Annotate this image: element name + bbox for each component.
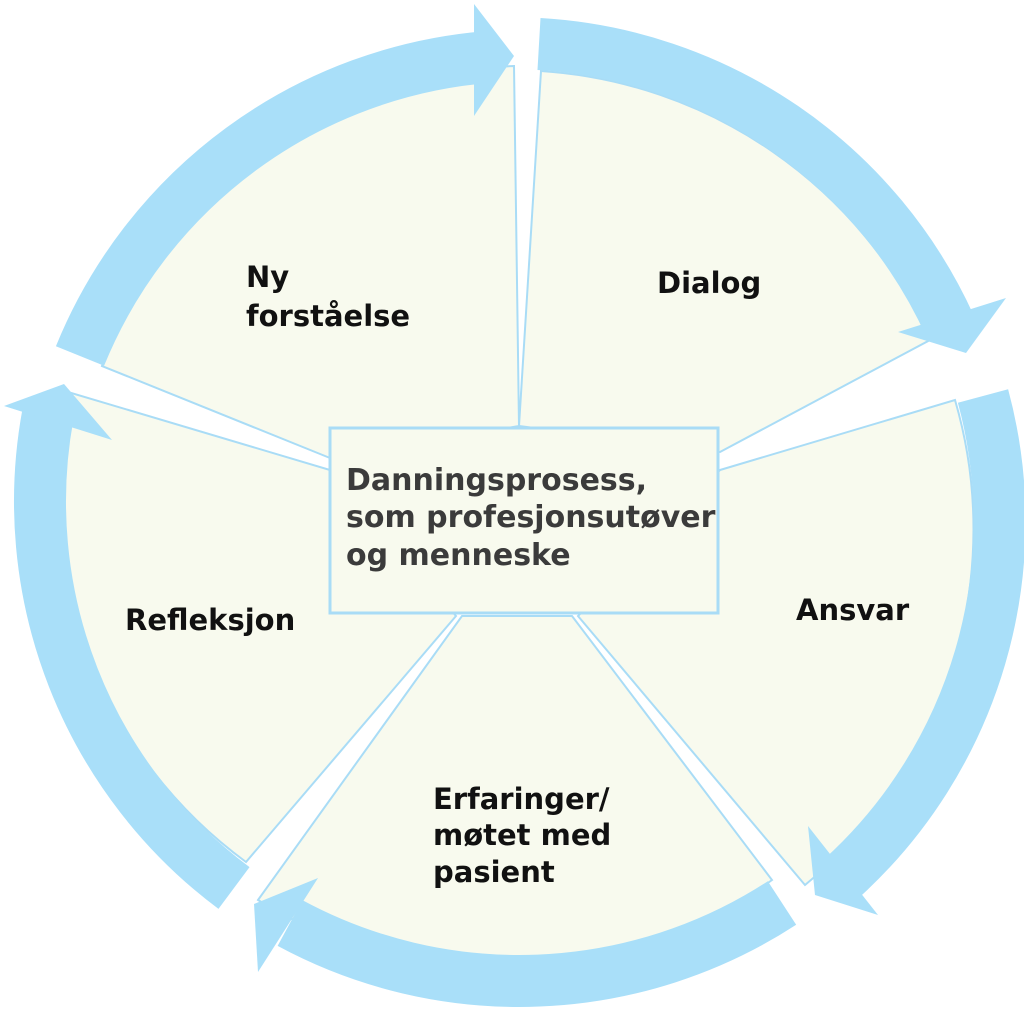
arrow-head-right [808, 826, 878, 915]
stage-label-ansvar: Ansvar [796, 593, 910, 627]
stage-label-erfaringer: Erfaringer/ møtet med pasient [433, 782, 621, 889]
arrow-arc-top-right [537, 18, 974, 337]
arrow-arc-bottom [277, 881, 797, 1007]
center-box-frame [328, 426, 720, 615]
arrow-head-bottom [254, 878, 318, 972]
arrow-head-left [4, 384, 112, 440]
arrow-head-top-right [898, 298, 1006, 353]
cycle-arrows [4, 4, 1024, 1007]
segment-dialog [517, 69, 932, 454]
stage-label-refleksjon: Refleksjon [125, 603, 295, 637]
center-label: Danningsprosess, som profesjonsutøver og… [346, 463, 726, 573]
arrow-arc-top-left [55, 31, 491, 366]
arrow-arc-right [824, 389, 1024, 898]
arrow-arc-left [13, 409, 250, 909]
arrow-head-top-left [474, 4, 514, 116]
segments [56, 64, 975, 970]
center-box: Danningsprosess, som profesjonsutøver og… [328, 426, 726, 615]
stage-label-ny-forstaelse: Ny forståelse [246, 260, 410, 333]
stage-label-dialog: Dialog [657, 266, 761, 300]
